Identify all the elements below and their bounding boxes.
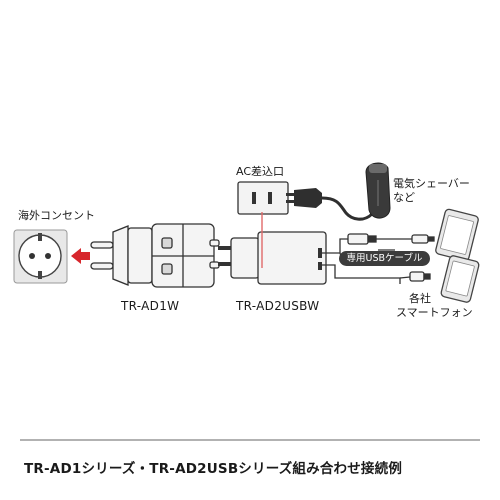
usb-cable-icon <box>322 233 435 284</box>
ac-socket-icon <box>237 181 289 215</box>
phones-label-line2: スマートフォン <box>396 306 473 319</box>
diagram-caption: TR-AD1シリーズ・TR-AD2USBシリーズ組み合わせ接続例 <box>24 461 403 477</box>
phones-label-line1: 各社 <box>409 292 431 305</box>
wall-outlet-icon <box>13 229 68 284</box>
model-usb-label: TR-AD2USBW <box>236 299 320 313</box>
plug-adapter-icon <box>90 223 220 288</box>
ac-cord-icon <box>286 188 374 221</box>
shaver-label-line1: 電気シェーバー <box>393 177 470 190</box>
shaver-icon <box>365 162 391 219</box>
smartphone-icon-1 <box>435 208 479 262</box>
insert-arrow-icon <box>71 248 90 264</box>
usb-adapter-icon <box>218 231 327 285</box>
smartphone-icon-2 <box>440 255 480 303</box>
usb-cable-badge: 専用USBケーブル <box>339 251 430 266</box>
ac-socket-label: AC差込口 <box>236 165 285 178</box>
shaver-label-line2: など <box>393 191 415 204</box>
model-plug-label: TR-AD1W <box>121 299 180 313</box>
wall-outlet-label: 海外コンセント <box>18 209 95 222</box>
